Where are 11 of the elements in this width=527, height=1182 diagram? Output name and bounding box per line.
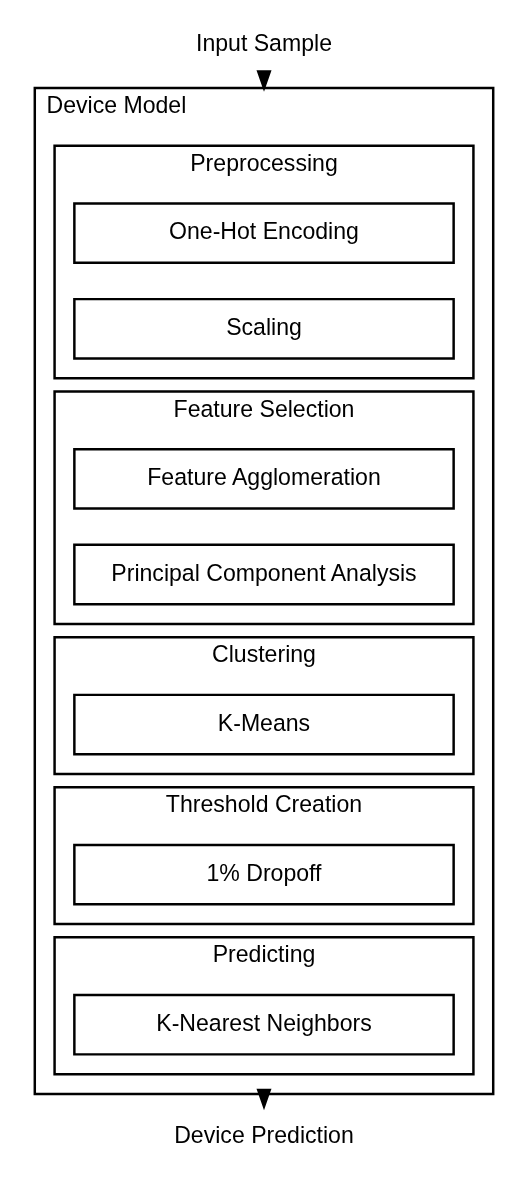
arrow xyxy=(256,70,271,92)
arrow xyxy=(256,1088,271,1111)
node-box: Feature Agglomeration xyxy=(72,447,455,510)
node-box: One-Hot Encoding xyxy=(72,202,455,265)
node-box: Principal Component Analysis xyxy=(72,543,455,606)
node-text: Device Prediction xyxy=(173,1121,354,1148)
node-box: 1% Dropoff xyxy=(72,843,455,906)
node-box: K-Means xyxy=(72,693,455,756)
node-text: Input Sample xyxy=(195,30,332,57)
node-box: Scaling xyxy=(72,297,455,360)
node-box: K-Nearest Neighbors xyxy=(72,993,455,1056)
